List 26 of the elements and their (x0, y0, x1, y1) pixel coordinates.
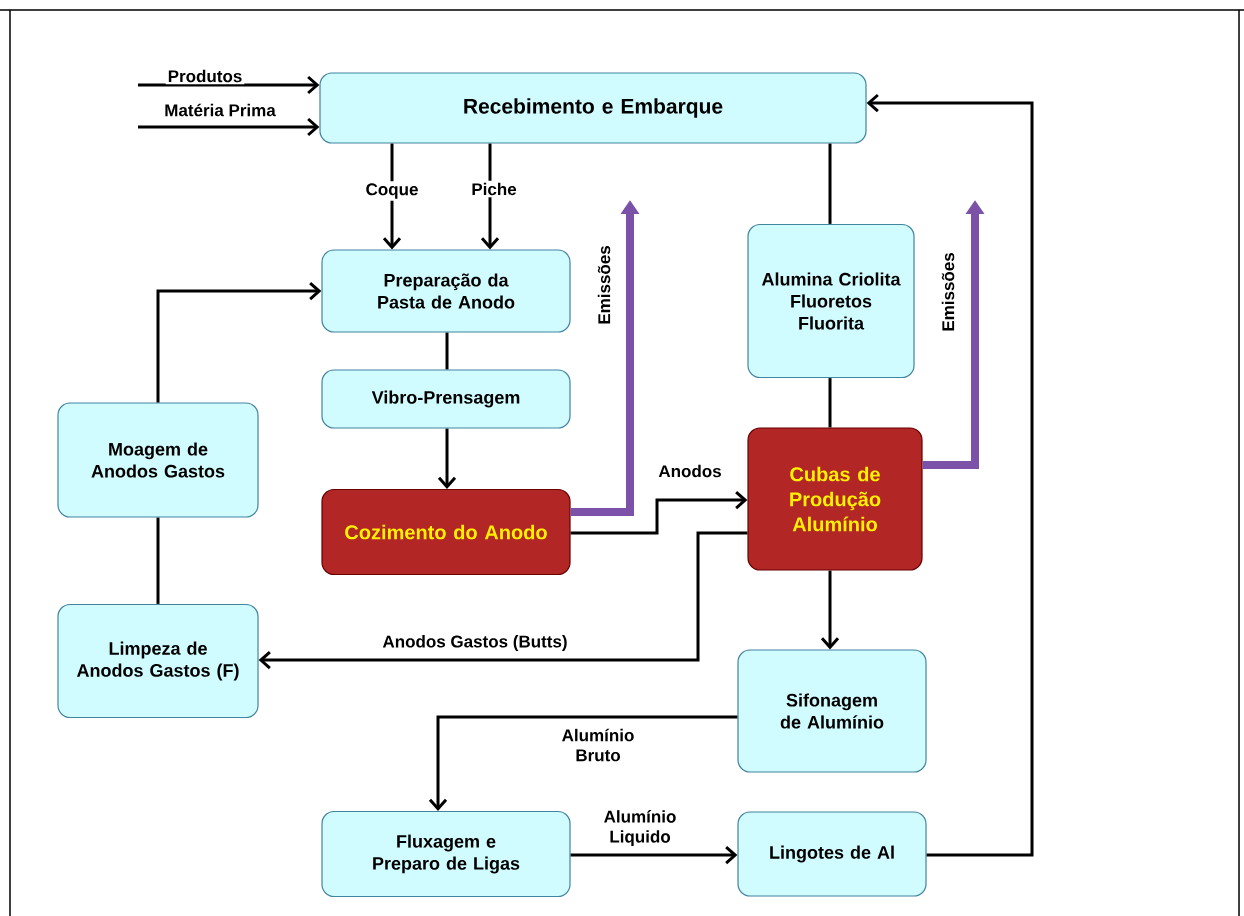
edge-label: Alumínio Bruto (551, 726, 645, 764)
edge-label: Coque (363, 181, 421, 201)
arrow (570, 490, 748, 535)
edge-label: Anodos Gastos (Butts) (380, 633, 570, 653)
arrow (480, 143, 500, 250)
process-box: Alumina Criolita Fluoretos Fluorita (747, 223, 915, 379)
process-box: Lingotes de Al (737, 811, 927, 897)
process-box: Sifonagem de Alumínio (737, 649, 927, 773)
process-box: Vibro-Prensagem (321, 369, 571, 429)
process-box: Limpeza de Anodos Gastos (F) (57, 603, 259, 719)
arrow (437, 428, 457, 489)
highlighted-process-box: Cubas de Produção Alumínio (747, 427, 923, 571)
process-box: Preparação da Pasta de Anodo (321, 249, 571, 333)
arrow (820, 570, 840, 650)
process-box: Moagem de Anodos Gastos (57, 402, 259, 518)
process-box: Recebimento e Embarque (319, 72, 867, 144)
arrow (138, 75, 320, 95)
arrow (570, 845, 738, 865)
arrow (428, 715, 738, 811)
arrow (258, 531, 748, 670)
arrow (156, 281, 322, 403)
process-box: Fluxagem e Preparo de Ligas (321, 810, 571, 898)
highlighted-process-box: Cozimento do Anodo (321, 488, 571, 576)
arrow (866, 93, 1034, 857)
arrow (138, 117, 320, 137)
edge-label: Alumínio Liquido (593, 808, 687, 848)
